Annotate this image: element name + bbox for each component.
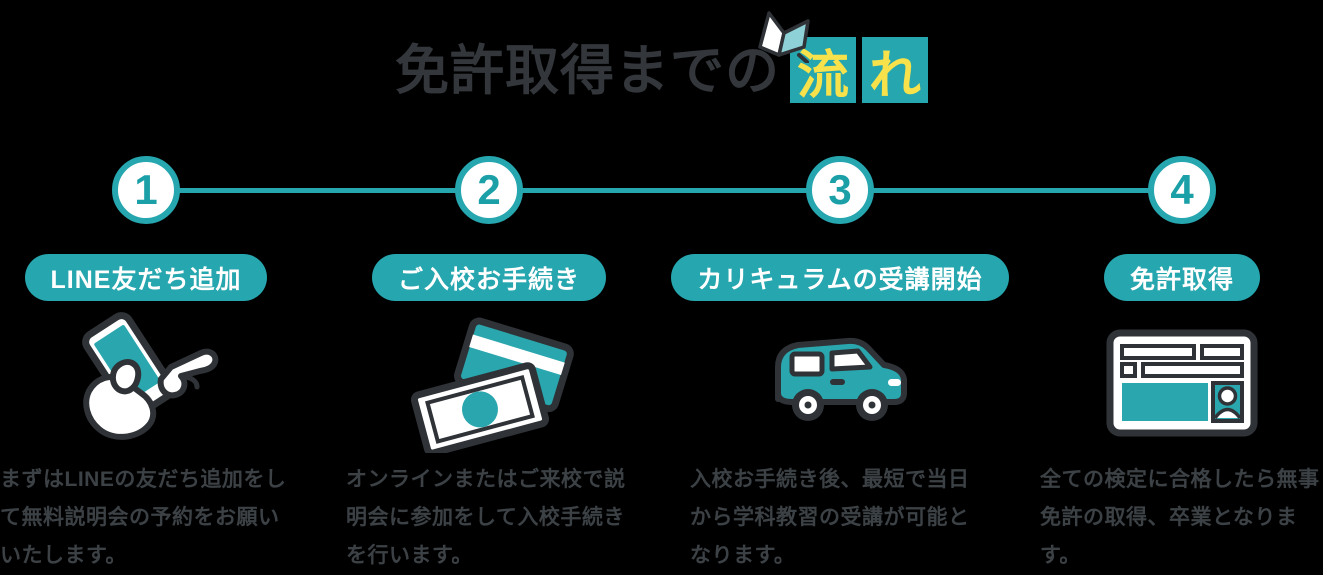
highlight-char: れ	[862, 37, 928, 105]
step-number: 1	[134, 166, 158, 213]
license-card-icon	[1102, 309, 1262, 457]
timeline-connector-line	[146, 188, 1182, 193]
step-1-label-pill: LINE友だち追加	[24, 254, 268, 301]
step-3: 3 カリキュラムの受講開始 入校お手続き後、最短で当日 から学科教習の受講が可能…	[671, 156, 1009, 575]
step-2-description: オンラインまたはご来校で説 明会に参加をして入校手続き を行います。	[346, 468, 626, 567]
step-4-description: 全ての検定に合格したら無事 免許の取得、卒業となります。	[1040, 468, 1320, 567]
step-number: 3	[828, 166, 852, 213]
page-title-text: 免許取得までの	[395, 41, 780, 101]
step-3-label-pill: カリキュラムの受講開始	[671, 254, 1009, 301]
paper-plane-icon	[758, 11, 810, 63]
step-number: 4	[1170, 166, 1194, 213]
car-icon	[760, 309, 920, 457]
smartphone-hand-icon	[67, 309, 225, 457]
payment-card-money-icon	[404, 309, 574, 457]
step-3-description: 入校お手続き後、最短で当日 から学科教習の受講が可能と なります。	[690, 468, 970, 567]
step-1: 1 LINE友だち追加 まずはLINEの友だち追加をし て無料説明会の予約をお願…	[0, 156, 292, 575]
page-title: 免許取得までの 流 れ	[0, 11, 1323, 105]
step-1-description: まずはLINEの友だち追加をし て無料説明会の予約をお願い いたします。	[0, 468, 287, 567]
page-title-highlight: 流 れ	[758, 11, 928, 105]
step-2-number-badge: 2	[455, 156, 523, 224]
step-1-number-badge: 1	[112, 156, 180, 224]
step-4: 4 免許取得 全ての検定に合格したら無事 免許の取得、卒業となります。	[1040, 156, 1323, 575]
step-number: 2	[477, 166, 501, 213]
step-2: 2 ご入校お手続き オンラインまたはご来校で説 明会に参加をして入校手続き を行…	[346, 156, 632, 575]
step-4-number-badge: 4	[1148, 156, 1216, 224]
step-2-label-pill: ご入校お手続き	[371, 254, 606, 301]
step-3-number-badge: 3	[806, 156, 874, 224]
step-4-label-pill: 免許取得	[1103, 254, 1260, 301]
